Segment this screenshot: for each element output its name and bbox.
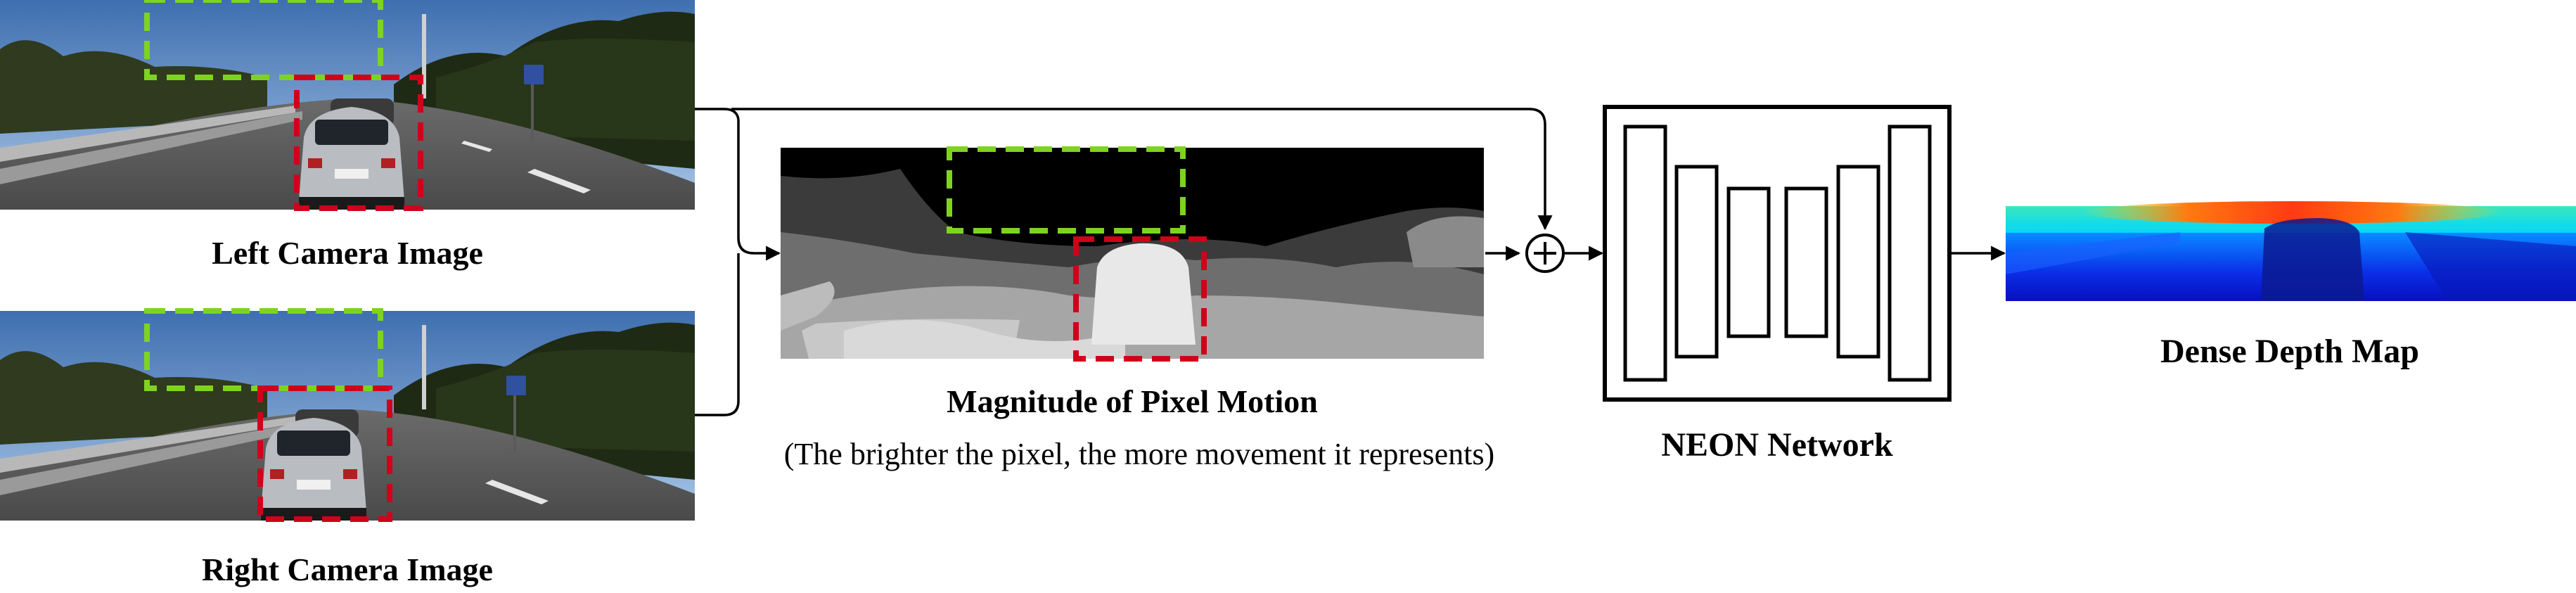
left-camera-image [0,0,695,211]
right-camera-image [0,308,695,522]
fusion-node [1525,234,1565,273]
network-layer-2 [1674,165,1719,359]
network-frame [1603,105,1952,402]
left-to-motion-arrow [737,120,781,261]
network-layer-5 [1836,165,1880,359]
motion-subtitle: (The brighter the pixel, the more moveme… [784,437,1494,471]
motion-magnitude-map [781,146,1484,362]
right-to-motion-line [695,253,740,416]
plus-icon [1534,242,1556,264]
connectors [695,108,2006,416]
neon-network [1603,105,1952,402]
left-to-fusion-arrow [731,108,1553,231]
right-camera-label: Right Camera Image [202,551,493,587]
network-label: NEON Network [1661,426,1893,464]
network-layer-3 [1726,186,1771,338]
dense-depth-map [2006,201,2576,301]
depth-label: Dense Depth Map [2160,333,2419,370]
motion-title: Magnitude of Pixel Motion [947,383,1318,419]
network-layer-6 [1888,125,1932,382]
left-camera-label: Left Camera Image [212,235,483,271]
left-to-motion-branch [695,108,740,120]
network-layer-1 [1623,125,1667,382]
network-layer-4 [1784,186,1828,338]
neon-network-decoder [1623,125,1932,382]
